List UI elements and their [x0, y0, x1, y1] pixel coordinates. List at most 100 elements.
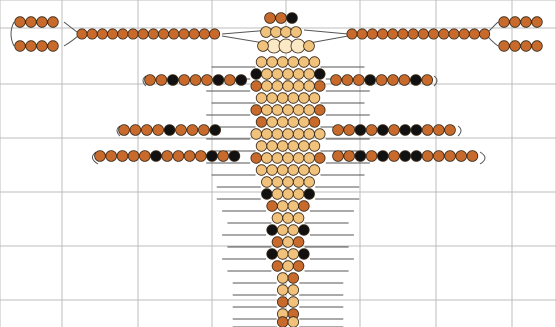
bead-black: [287, 13, 298, 24]
bead-cream: [291, 39, 305, 53]
bead-tan: [262, 105, 273, 116]
bead-black: [377, 125, 388, 136]
bead-brown: [388, 29, 398, 39]
bead-brown: [439, 29, 449, 39]
bead-brown: [159, 29, 169, 39]
bead-tan: [293, 177, 304, 188]
bead-brown: [251, 153, 262, 164]
bead-brown: [162, 151, 173, 162]
bead-brown: [190, 75, 201, 86]
bead-tan: [304, 105, 315, 116]
thread-lines: [11, 22, 498, 327]
bead-tan: [271, 27, 282, 38]
bead-brown: [315, 153, 326, 164]
bead-tan: [277, 93, 288, 104]
bead-brown: [366, 151, 377, 162]
bead-brown: [418, 29, 428, 39]
bead-brown: [95, 151, 106, 162]
bead-brown: [333, 125, 344, 136]
bead-brown: [276, 13, 287, 24]
bead-tan: [293, 153, 304, 164]
bead-tan: [272, 213, 283, 224]
bead-brown: [26, 41, 37, 52]
bead-tan: [288, 285, 299, 296]
beads: [15, 13, 543, 327]
bead-tan: [315, 129, 326, 140]
thread-line: [304, 30, 348, 34]
bead-brown: [256, 117, 267, 128]
bead-tan: [277, 285, 288, 296]
bead-black: [267, 225, 278, 236]
bead-tan: [251, 129, 262, 140]
bead-brown: [48, 41, 59, 52]
bead-tan: [288, 93, 299, 104]
bead-tan: [283, 177, 294, 188]
bead-brown: [277, 297, 288, 308]
bead-tan: [262, 81, 273, 92]
bead-brown: [315, 105, 326, 116]
bead-brown: [267, 201, 278, 212]
bead-brown: [130, 125, 141, 136]
bead-brown: [433, 151, 444, 162]
bead-brown: [251, 105, 262, 116]
bead-tan: [309, 57, 320, 68]
bead-brown: [467, 151, 478, 162]
bead-tan: [288, 141, 299, 152]
bead-tan: [277, 273, 288, 284]
bead-black: [213, 75, 224, 86]
bead-tan: [267, 93, 278, 104]
bead-tan: [293, 81, 304, 92]
bead-brown: [367, 29, 377, 39]
bead-tan: [304, 129, 315, 140]
bead-brown: [357, 29, 367, 39]
bead-brown: [422, 75, 433, 86]
bead-tan: [293, 105, 304, 116]
bead-brown: [389, 125, 400, 136]
bead-tan: [283, 81, 294, 92]
bead-tan: [293, 129, 304, 140]
bead-tan: [272, 105, 283, 116]
thread-loop: [458, 126, 461, 136]
bead-tan: [288, 165, 299, 176]
bead-black: [410, 75, 421, 86]
bead-tan: [277, 225, 288, 236]
bead-tan: [267, 57, 278, 68]
bead-brown: [445, 125, 456, 136]
bead-brown: [510, 41, 521, 52]
bead-brown: [153, 125, 164, 136]
bead-brown: [265, 13, 276, 24]
bead-brown: [422, 125, 433, 136]
bead-brown: [456, 151, 467, 162]
bead-brown: [148, 29, 158, 39]
bead-black: [267, 249, 278, 260]
bead-tan: [262, 153, 273, 164]
bead-black: [251, 69, 262, 80]
bead-brown: [499, 41, 510, 52]
bead-brown: [106, 151, 117, 162]
bead-brown: [272, 261, 283, 272]
bead-tan: [288, 317, 299, 327]
bead-tan: [272, 189, 283, 200]
bead-brown: [87, 29, 97, 39]
bead-brown: [189, 29, 199, 39]
bead-brown: [118, 29, 128, 39]
bead-black: [236, 75, 247, 86]
bead-brown: [195, 151, 206, 162]
bead-tan: [304, 177, 315, 188]
bead-black: [411, 151, 422, 162]
bead-tan: [261, 27, 272, 38]
bead-black: [400, 151, 411, 162]
thread-loop: [480, 152, 485, 164]
bead-tan: [304, 41, 315, 52]
bead-brown: [398, 29, 408, 39]
bead-tan: [288, 57, 299, 68]
bead-brown: [15, 17, 26, 28]
bead-tan: [309, 165, 320, 176]
bead-tan: [277, 249, 288, 260]
bead-brown: [521, 41, 532, 52]
bead-brown: [48, 17, 59, 28]
bead-brown: [184, 151, 195, 162]
bead-tan: [299, 117, 310, 128]
